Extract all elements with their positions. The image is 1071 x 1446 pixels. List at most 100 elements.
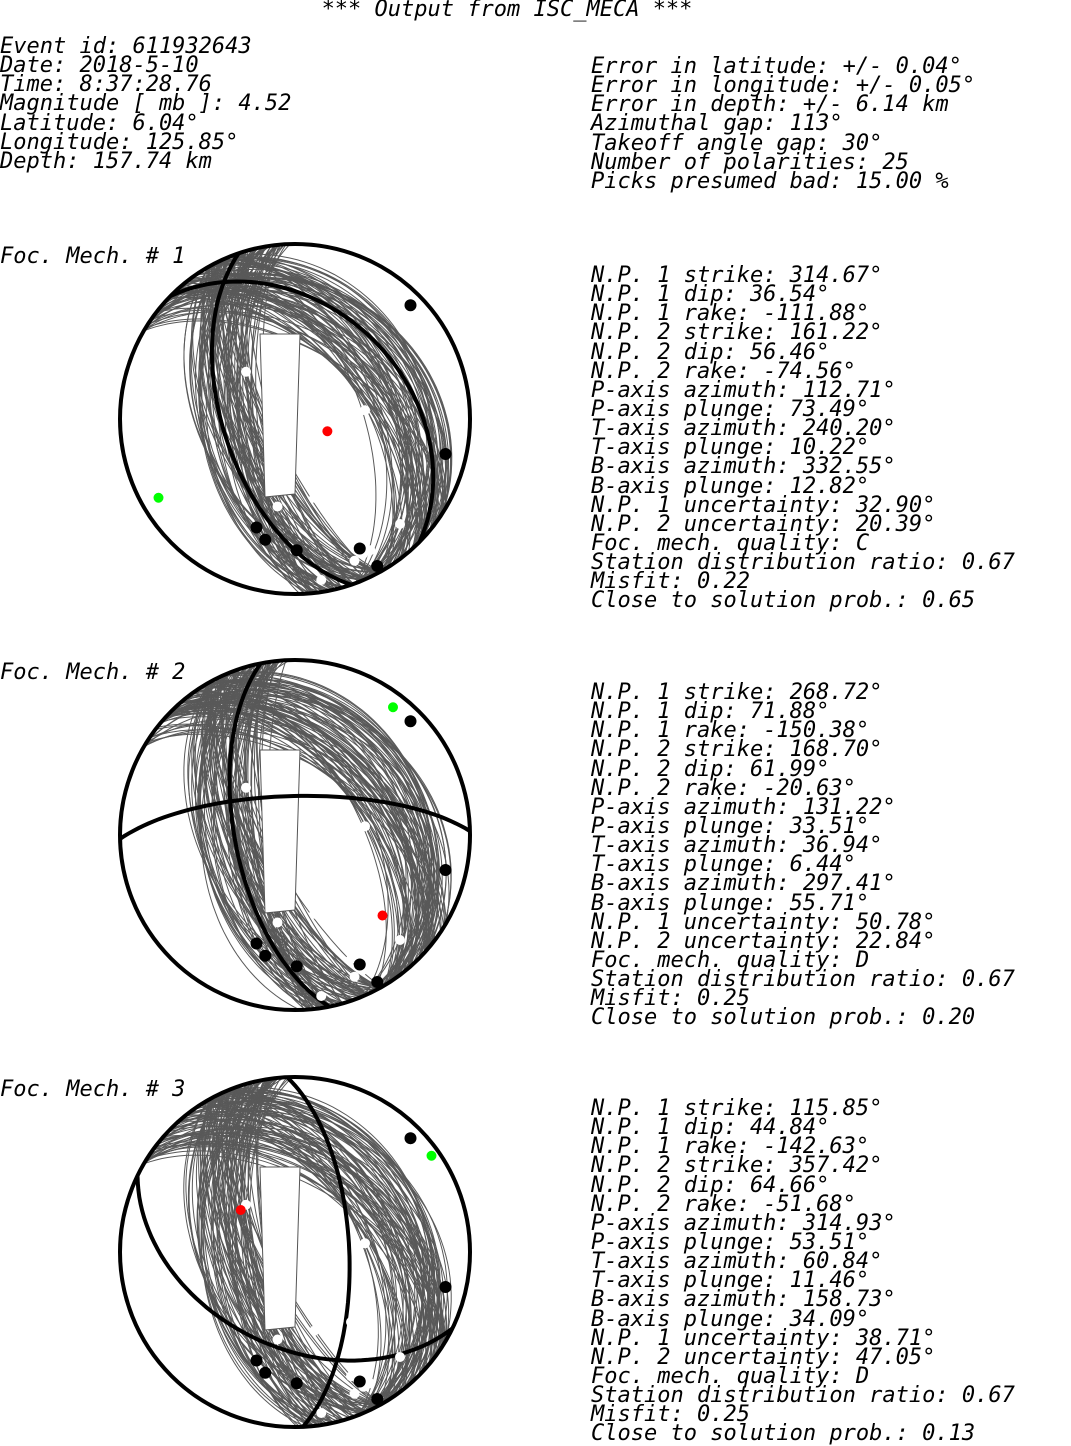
solution-curve: [205, 1094, 434, 1403]
compression-station: [404, 1132, 417, 1145]
mechanism-parameter-line: P-axis plunge: 53.51°: [591, 1229, 870, 1255]
mechanism-parameter-line: Foc. mech. quality: D: [591, 947, 870, 973]
solution-curve: [232, 254, 403, 583]
nodal-plane-2: [227, 662, 331, 1009]
dilatation-station: [316, 575, 327, 585]
solution-curve: [155, 307, 435, 526]
solution-curve: [223, 1091, 382, 1412]
solution-curve: [230, 660, 306, 1010]
event-error-line: Error in longitude: +/- 0.05°: [591, 73, 976, 99]
event-info-line: Date: 2018-5-10: [0, 53, 199, 79]
dilatation-station: [395, 935, 405, 945]
open-region: [259, 749, 301, 914]
event-info-right: Error in latitude: +/- 0.04°Error in lon…: [591, 55, 976, 194]
mechanism-parameter-line: B-axis plunge: 34.09°: [591, 1306, 870, 1332]
page-title: *** Output from ISC_MECA ***: [321, 0, 693, 22]
mechanism-parameter-line: Misfit: 0.25: [591, 986, 750, 1012]
solution-curve: [199, 259, 369, 579]
mechanism-parameter-line: N.P. 1 uncertainty: 38.71°: [591, 1325, 936, 1351]
event-info-line: Magnitude [ mb ]: 4.52: [0, 91, 292, 117]
focal-sphere-outline: [118, 242, 472, 596]
dilatation-station: [360, 821, 370, 832]
mechanism-parameter-line: N.P. 2 uncertainty: 20.39°: [591, 511, 936, 537]
mechanism-parameter-line: N.P. 1 strike: 268.72°: [591, 680, 883, 705]
mechanism-parameter-line: P-axis plunge: 73.49°: [591, 396, 870, 422]
nodal-plane-1: [169, 279, 436, 543]
compression-station: [404, 715, 417, 728]
solution-curve: [179, 700, 420, 967]
solution-curves: [143, 244, 453, 594]
solution-curve: [230, 1088, 379, 1416]
solution-curve: [213, 675, 367, 996]
mechanism-parameter-line: T-axis plunge: 10.22°: [591, 435, 870, 461]
solution-curve: [207, 262, 428, 571]
solution-curve: [198, 245, 320, 593]
event-info-line: Depth: 157.74 km: [0, 148, 212, 174]
solution-curves: [143, 660, 452, 1010]
event-info-line: Time: 8:37:28.76: [0, 72, 212, 98]
dilatation-station: [365, 545, 376, 556]
solution-curve: [241, 1079, 325, 1425]
mechanism-parameter-line: N.P. 2 dip: 64.66°: [591, 1172, 830, 1198]
mechanism-parameter-line: P-axis azimuth: 314.93°: [591, 1210, 896, 1236]
mechanism-parameter-line: Close to solution prob.: 0.65: [591, 588, 976, 614]
solution-curve: [217, 259, 367, 580]
mechanism-parameter-line: N.P. 1 dip: 71.88°: [591, 699, 830, 725]
mechanism-parameter-line: Misfit: 0.22: [591, 569, 750, 595]
dilatation-station: [309, 1325, 320, 1336]
compression-station: [259, 1366, 272, 1379]
dilatation-station: [241, 366, 251, 377]
solution-curve: [207, 247, 332, 591]
open-region: [259, 333, 301, 498]
open-region: [259, 1166, 301, 1331]
mechanism-parameter-line: N.P. 1 uncertainty: 32.90°: [591, 492, 936, 518]
focal-sphere-outline: [118, 658, 472, 1012]
mechanism-parameter-line: Station distribution ratio: 0.67: [591, 550, 1015, 576]
solution-curve: [223, 246, 327, 592]
event-error-line: Error in depth: +/- 6.14 km: [591, 92, 949, 118]
solution-curve: [212, 1092, 369, 1412]
mechanism-label: Foc. Mech. # 3: [0, 1077, 186, 1102]
compression-station: [439, 1281, 452, 1293]
solution-curve: [178, 1118, 419, 1384]
solution-curve: [225, 1089, 360, 1416]
solution-curve: [168, 1109, 440, 1374]
dilatation-station: [365, 961, 376, 972]
mechanism-parameter-line: N.P. 1 dip: 44.84°: [591, 1115, 830, 1141]
dilatation-station: [346, 954, 356, 965]
dilatation-station: [360, 405, 370, 416]
solution-curve: [146, 1150, 445, 1345]
dilatation-station: [349, 971, 360, 982]
mechanism-parameter-line: P-axis azimuth: 131.22°: [591, 794, 896, 820]
solution-curve: [170, 710, 421, 958]
dilatation-station: [272, 917, 283, 928]
nodal-plane-1: [135, 1175, 454, 1363]
compression-station: [259, 533, 272, 546]
compression-station: [439, 864, 452, 876]
event-error-line: Picks presumed bad: 15.00 %: [591, 168, 949, 194]
solution-curve: [201, 246, 327, 592]
solution-curve: [203, 1102, 396, 1402]
nodal-plane-1: [120, 793, 470, 841]
mechanism-parameter-line: N.P. 2 uncertainty: 47.05°: [591, 1344, 936, 1370]
mechanism-parameter-line: N.P. 1 uncertainty: 50.78°: [591, 909, 936, 935]
solution-curve: [208, 674, 366, 996]
mechanism-parameter-line: Close to solution prob.: 0.20: [591, 1005, 976, 1031]
solution-curve: [202, 682, 381, 989]
mechanism-parameter-line: N.P. 1 rake: -142.63°: [591, 1134, 870, 1160]
dilatation-station: [349, 1388, 360, 1399]
solution-curve: [157, 1132, 436, 1360]
solution-curve: [210, 257, 363, 582]
compression-station: [259, 949, 272, 962]
mechanism-parameter-line: Foc. mech. quality: D: [591, 1363, 870, 1389]
mechanism-parameter-line: N.P. 1 rake: -111.88°: [591, 301, 870, 327]
dilatation-station: [241, 782, 251, 793]
dilatation-station: [272, 1334, 283, 1345]
solution-curve: [210, 1077, 316, 1427]
event-error-line: Takeoff angle gap: 30°: [591, 130, 883, 156]
solution-curve: [169, 291, 425, 542]
beachball-diagram: [118, 1075, 472, 1429]
solution-curve: [183, 694, 424, 971]
solution-curve: [155, 1141, 436, 1358]
mechanism-parameter-line: N.P. 2 dip: 61.99°: [591, 756, 830, 782]
